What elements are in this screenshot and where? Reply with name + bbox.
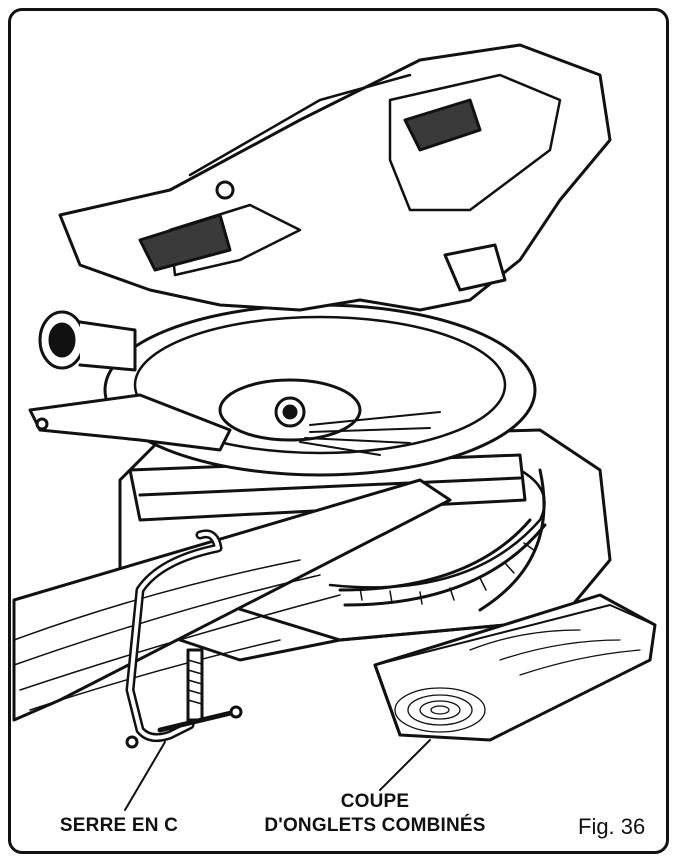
saw-arm — [28, 393, 232, 452]
workpiece-leader-line — [379, 739, 431, 791]
figure-number: Fig. 36 — [578, 814, 646, 839]
compound-miter-cut-label-line2: D'ONGLETS COMBINÉS — [264, 815, 486, 836]
clamp-label: SERRE EN C — [59, 815, 179, 836]
cut-workpiece — [373, 593, 657, 742]
compound-miter-cut-label: COUPE D'ONGLETS COMBINÉS — [225, 790, 525, 838]
c-clamp — [125, 529, 243, 749]
clamp-leader-line — [124, 741, 166, 811]
wood-board-clamped — [12, 478, 452, 722]
handle-housing — [58, 43, 612, 312]
miter-table — [328, 468, 546, 605]
blade-guard — [38, 303, 537, 477]
compound-miter-cut-label-line1: COUPE — [340, 791, 410, 812]
